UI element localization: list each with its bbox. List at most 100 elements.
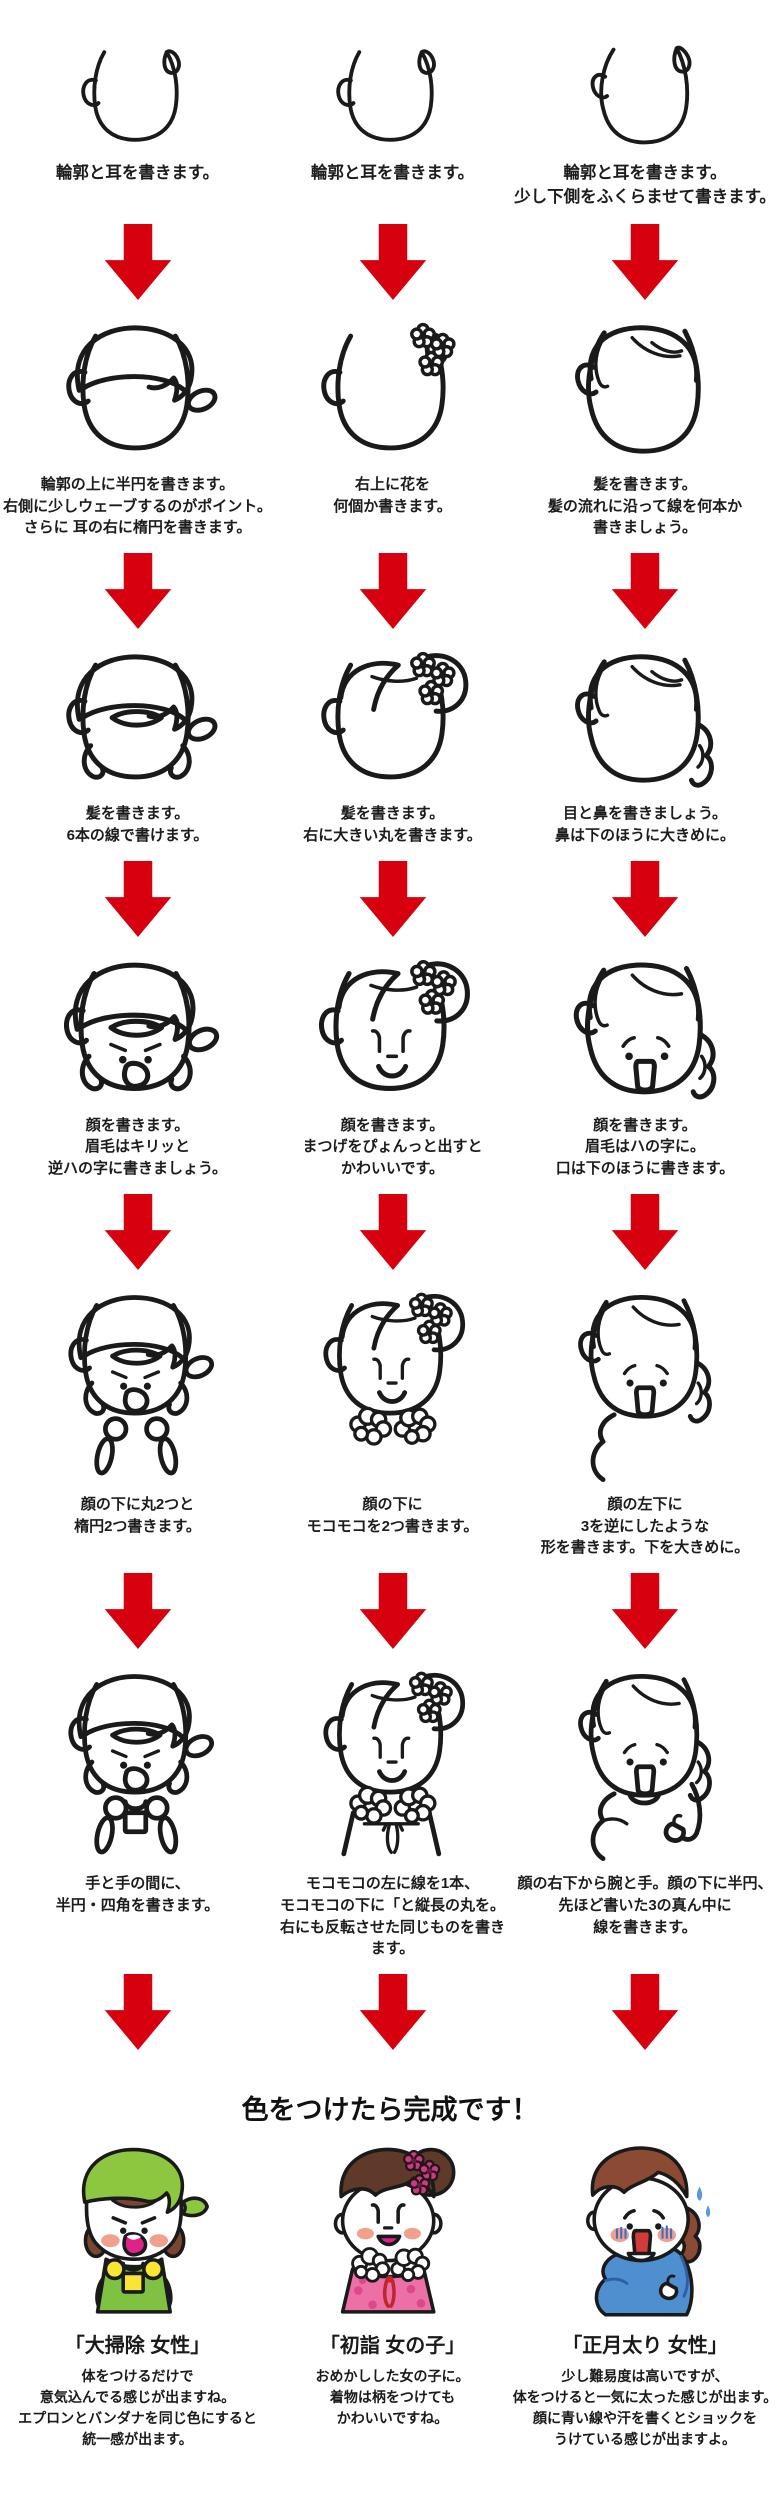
step-row-6: 手と手の間に、 半円・四角を書きます。 xyxy=(0,1661,780,1960)
sketch-step3-cleaning-woman xyxy=(66,654,218,780)
character-name: 「正月太り 女性」 xyxy=(562,2335,728,2358)
sketch-step4-shrine-girl xyxy=(319,959,471,1091)
step-cell: 顔の左下に 3を逆にしたような 形を書きます。下を大きめに。 xyxy=(510,1288,780,1559)
down-arrow-icon xyxy=(359,1573,426,1650)
sweat-drop-icon xyxy=(696,2186,702,2201)
sketch-step5-shrine-girl xyxy=(323,1292,466,1446)
character-description: 少し難易度は高いですが、 体をつけると一気に太った感じが出ます。 顔に青い線や汗… xyxy=(512,2368,778,2448)
final-cell: 「大掃除 女性」 体をつけるだけで 意気込んでる感じが出ますね。 エプロンとバン… xyxy=(0,2141,275,2450)
step-cell: 手と手の間に、 半円・四角を書きます。 xyxy=(0,1667,275,1960)
sketch-step4-newyear-woman xyxy=(573,962,717,1100)
step-cell: モコモコの左に線を1本、 モコモコの下に「と縦長の丸を。 右にも反転させた同じも… xyxy=(275,1667,510,1960)
down-arrow-icon xyxy=(359,860,426,937)
step-cell: 顔を書きます。 眉毛はハの字に。 口は下のほうに書きます。 xyxy=(510,955,780,1180)
step-row-2: 輪郭の上に半円を書きます。 右側に少しウェーブするのがポイント。 さらに 耳の右… xyxy=(0,312,780,539)
down-arrow-icon xyxy=(104,1974,171,2051)
sketch-step3-shrine-girl xyxy=(321,651,469,780)
arrow-row xyxy=(0,1559,780,1661)
step-caption: 髪を書きます。 髪の流れに沿って線を何本か 書きましょう。 xyxy=(547,475,743,537)
step-cell: 髪を書きます。 6本の線で書けます。 xyxy=(0,647,275,847)
step-cell: 顔を書きます。 眉毛はキリッと 逆ハの字に書きましょう。 xyxy=(0,955,275,1180)
colored-shrine-girl xyxy=(333,2147,456,2314)
step-row-1: 輪郭と耳を書きます。 輪郭と耳を書きます。 輪郭と耳を書きます。 少し下側をふく… xyxy=(0,0,780,210)
step-row-3: 髪を書きます。 6本の線で書けます。 髪を書きます。 右に大きい丸を書きます。 xyxy=(0,641,780,847)
step-caption: 手と手の間に、 半円・四角を書きます。 xyxy=(55,1875,220,1914)
colored-cleaning-woman xyxy=(81,2147,210,2314)
step-cell: 輪郭と耳を書きます。 少し下側をふくらませて書きます。 xyxy=(510,38,780,210)
sketch-step1-cleaning-woman xyxy=(81,49,182,142)
step-caption: 顔を書きます。 眉毛はハの字に。 口は下のほうに書きます。 xyxy=(555,1116,735,1178)
step-caption: 顔の下に丸2つと 楕円2つ書きます。 xyxy=(74,1495,201,1535)
step-caption: 顔の下に モコモコを2つ書きます。 xyxy=(306,1495,479,1535)
step-caption: 輪郭と耳を書きます。 xyxy=(310,164,475,182)
step-cell: 顔の下に モコモコを2つ書きます。 xyxy=(275,1288,510,1559)
sketch-step1-shrine-girl xyxy=(336,49,437,142)
final-row: 「大掃除 女性」 体をつけるだけで 意気込んでる感じが出ますね。 エプロンとバン… xyxy=(0,2141,780,2450)
fluffy-collar xyxy=(351,2247,431,2283)
mokomoko-left xyxy=(349,1406,393,1446)
sketch-step1-newyear-woman xyxy=(590,45,692,145)
step-caption: 顔を書きます。 眉毛はキリッと 逆ハの字に書きましょう。 xyxy=(47,1116,228,1178)
step-cell: 髪を書きます。 右に大きい丸を書きます。 xyxy=(275,647,510,847)
sketch-step6-shrine-girl xyxy=(323,1671,466,1857)
down-arrow-icon xyxy=(359,553,426,630)
step-caption: 輪郭の上に半円を書きます。 右側に少しウェーブするのがポイント。 さらに 耳の右… xyxy=(3,475,272,537)
down-arrow-icon xyxy=(104,1193,171,1270)
step-cell: 輪郭と耳を書きます。 xyxy=(0,38,275,210)
arrow-row xyxy=(0,1960,780,2062)
step-caption: 顔の右下から腕と手。顔の下に半円、 先ほど書いた3の真ん中に 線を書きます。 xyxy=(517,1875,773,1936)
down-arrow-icon xyxy=(611,553,679,630)
character-name: 「初詣 女の子」 xyxy=(319,2335,466,2358)
step-caption: 髪を書きます。 6本の線で書けます。 xyxy=(66,805,209,844)
down-arrow-icon xyxy=(359,1193,426,1270)
sweat-drop-icon xyxy=(705,2205,710,2218)
step-caption: 右上に花を 何個か書きます。 xyxy=(333,475,452,515)
down-arrow-icon xyxy=(104,1573,171,1650)
step-cell: 右上に花を 何個か書きます。 xyxy=(275,318,510,539)
down-arrow-icon xyxy=(104,860,171,937)
step-caption: 顔の左下に 3を逆にしたような 形を書きます。下を大きめに。 xyxy=(540,1495,750,1557)
down-arrow-icon xyxy=(611,1193,679,1270)
character-description: 体をつけるだけで 意気込んでる感じが出ますね。 エプロンとバンダナを同じ色にする… xyxy=(18,2368,257,2448)
step-caption: モコモコの左に線を1本、 モコモコの下に「と縦長の丸を。 右にも反転させた同じも… xyxy=(279,1875,505,1958)
down-arrow-icon xyxy=(104,553,171,630)
step-cell: 目と鼻を書きましょう。 鼻は下のほうに大きめに。 xyxy=(510,647,780,847)
final-cell: 「初詣 女の子」 おめかしした女の子に。 着物は柄をつけても かわいいですね。 xyxy=(275,2141,510,2450)
colored-newyear-woman xyxy=(585,2146,710,2317)
arrow-row xyxy=(0,847,780,949)
shock-lines xyxy=(615,2225,672,2239)
step-caption: 顔を書きます。 まつげをぴょんっと出すと かわいいです。 xyxy=(302,1116,483,1178)
sketch-step4-cleaning-woman xyxy=(64,962,220,1091)
down-arrow-icon xyxy=(104,223,171,300)
sketch-step5-newyear-woman xyxy=(578,1294,712,1482)
final-cell: 「正月太り 女性」 少し難易度は高いですが、 体をつけると一気に太った感じが出ま… xyxy=(510,2141,780,2450)
down-arrow-icon xyxy=(359,223,426,300)
sketch-step2-cleaning-woman xyxy=(66,325,218,451)
mokomoko-right xyxy=(394,1407,437,1445)
step-cell: 髪を書きます。 髪の流れに沿って線を何本か 書きましょう。 xyxy=(510,318,780,539)
step-cell: 顔を書きます。 まつげをぴょんっと出すと かわいいです。 xyxy=(275,955,510,1180)
step-caption: 目と鼻を書きましょう。 鼻は下のほうに大きめに。 xyxy=(554,805,735,844)
character-description: おめかしした女の子に。 着物は柄をつけても かわいいですね。 xyxy=(315,2368,470,2427)
down-arrow-icon xyxy=(611,1974,679,2051)
step-row-4: 顔を書きます。 眉毛はキリッと 逆ハの字に書きましょう。 顔を書きます。 まつげ… xyxy=(0,949,780,1180)
step-cell: 顔の右下から腕と手。顔の下に半円、 先ほど書いた3の真ん中に 線を書きます。 xyxy=(510,1667,780,1960)
sketch-step2-shrine-girl xyxy=(321,322,456,451)
character-name: 「大掃除 女性」 xyxy=(64,2335,211,2358)
arrow-row xyxy=(0,539,780,641)
step-caption: 輪郭と耳を書きます。 xyxy=(55,164,220,182)
sketch-step5-cleaning-woman xyxy=(68,1294,215,1476)
sketch-step6-newyear-woman xyxy=(578,1674,712,1862)
down-arrow-icon xyxy=(611,1573,679,1650)
step-row-5: 顔の下に丸2つと 楕円2つ書きます。 xyxy=(0,1282,780,1559)
step-cell: 輪郭と耳を書きます。 xyxy=(275,38,510,210)
mokomoko-right xyxy=(394,1786,437,1824)
sketch-step6-cleaning-woman xyxy=(68,1674,215,1855)
down-arrow-icon xyxy=(611,223,679,300)
arrow-row xyxy=(0,1180,780,1282)
sketch-step2-newyear-woman xyxy=(575,325,702,454)
final-title: 色をつけたら完成です！ xyxy=(241,2095,539,2126)
step-caption: 髪を書きます。 右に大きい丸を書きます。 xyxy=(303,805,482,844)
sketch-step3-newyear-woman xyxy=(575,654,715,788)
